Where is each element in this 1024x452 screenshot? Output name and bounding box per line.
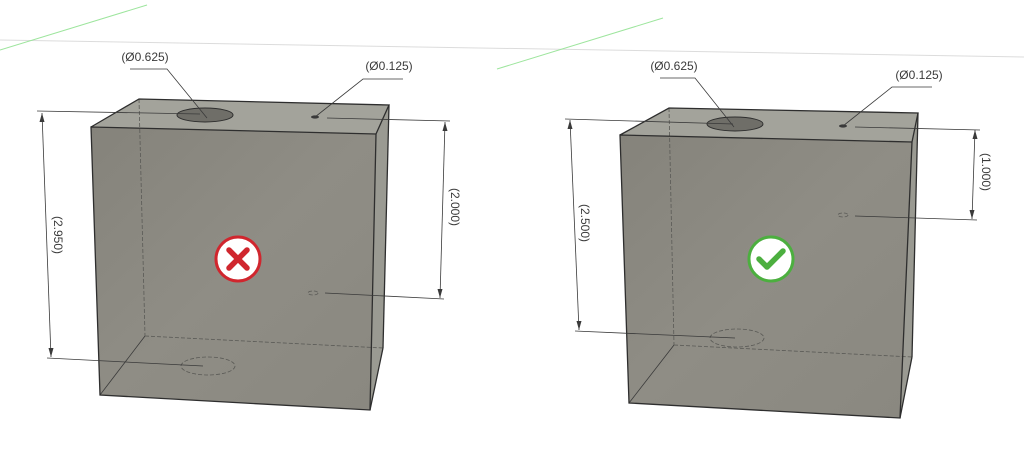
top-face xyxy=(91,99,389,134)
small-hole-diameter-label: (Ø0.125) xyxy=(895,68,942,82)
block-model-correct: (Ø0.625) (Ø0.125) (2.500) (1.000) xyxy=(564,59,993,419)
left-dimension-label: (2.950) xyxy=(51,216,65,254)
block-model-incorrect: (Ø0.625) (Ø0.125) (2.950) (2.000) xyxy=(36,50,462,411)
top-hole xyxy=(706,116,764,132)
side-hole xyxy=(307,290,319,296)
side-face xyxy=(370,105,389,410)
axis-line xyxy=(0,4,148,51)
check-mark-icon xyxy=(747,235,795,283)
axis-line xyxy=(496,17,664,70)
top-face xyxy=(620,108,918,142)
bottom-hole-hidden xyxy=(709,328,765,348)
ground-plane-line xyxy=(0,39,1024,58)
right-dimension-label: (1.000) xyxy=(979,153,993,191)
top-hole-diameter-label: (Ø0.625) xyxy=(121,50,168,64)
left-dimension-label: (2.500) xyxy=(578,204,592,242)
right-dimension-label: (2.000) xyxy=(448,188,462,226)
side-hole xyxy=(837,212,849,218)
small-hole-diameter-label: (Ø0.125) xyxy=(365,59,412,73)
bottom-hole-hidden xyxy=(180,356,236,376)
top-hole-diameter-label: (Ø0.625) xyxy=(650,59,697,73)
side-face xyxy=(900,113,918,418)
x-mark-icon xyxy=(214,235,262,283)
